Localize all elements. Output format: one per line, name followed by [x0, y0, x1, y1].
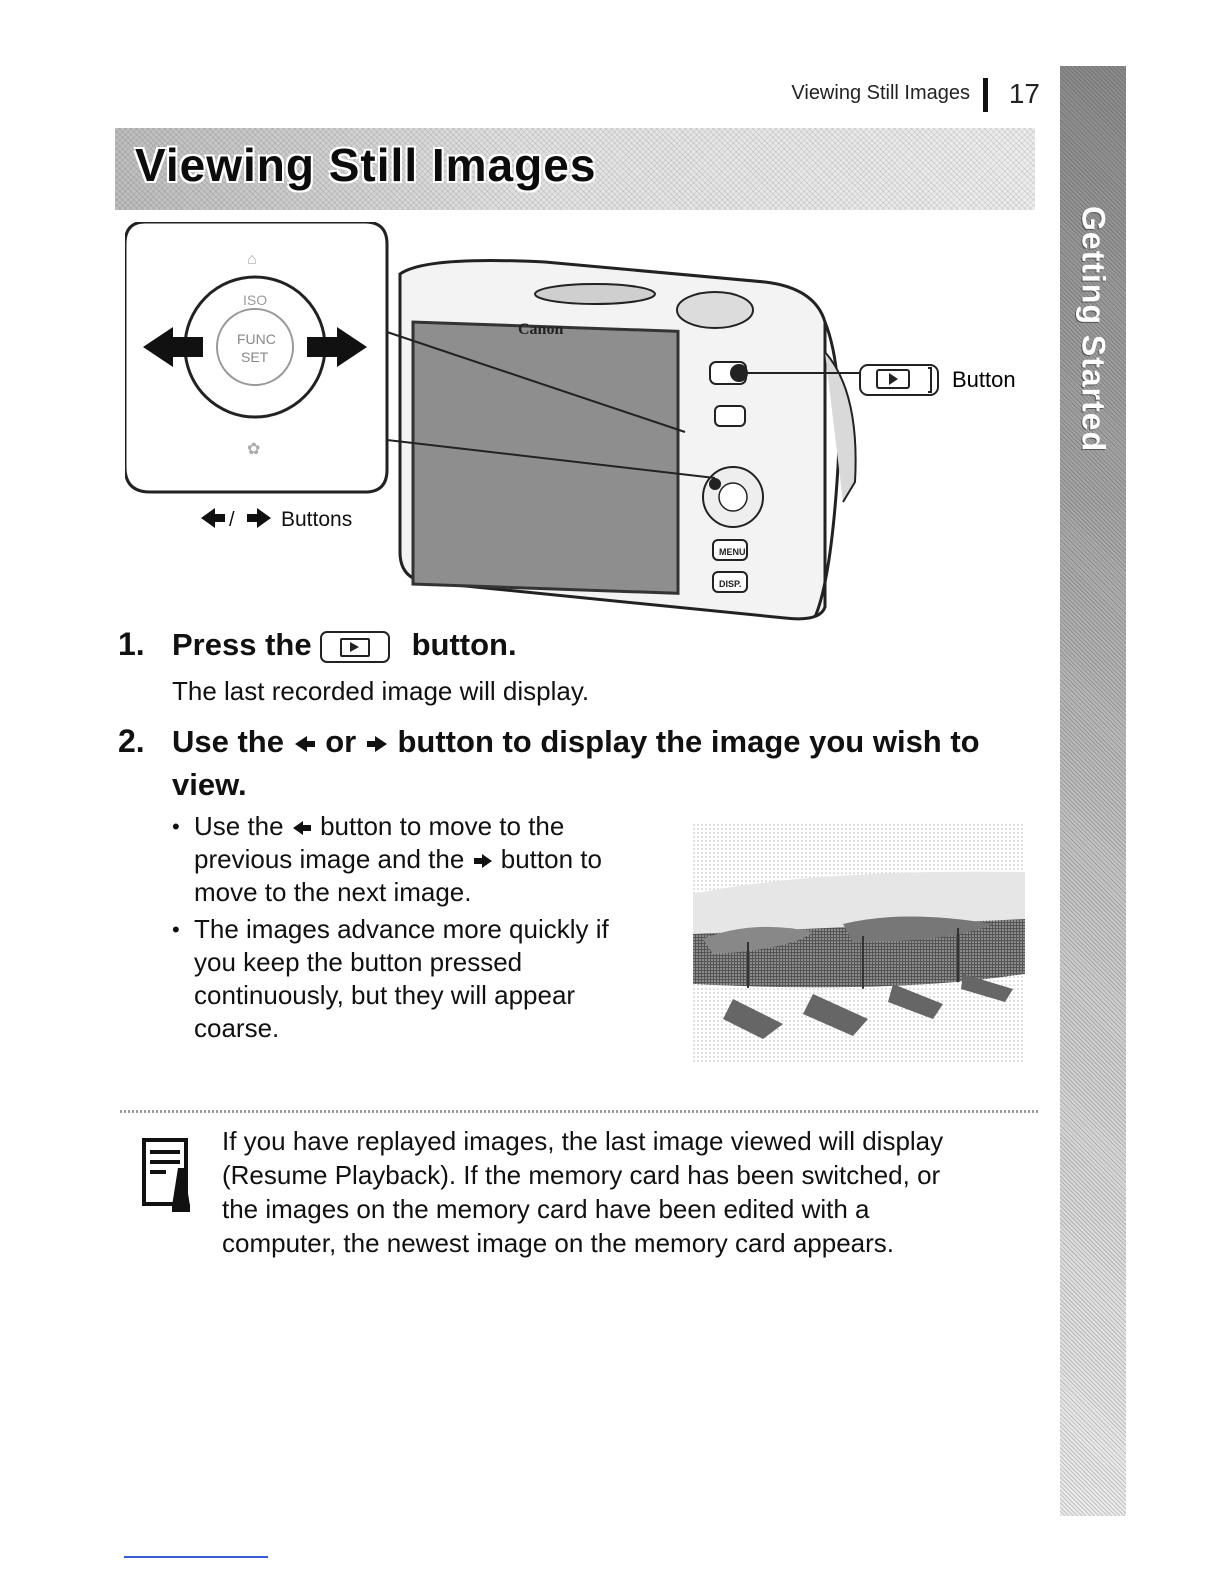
svg-text:✿: ✿ [247, 441, 260, 458]
note-divider [120, 1110, 1040, 1113]
bullet-1-line1-b: button to move to the [320, 811, 565, 841]
dial-closeup: FUNC SET ISO ⌂ ✿ [123, 220, 389, 494]
left-arrow-icon [143, 327, 203, 367]
note-line: (Resume Playback). If the memory card ha… [222, 1160, 941, 1190]
side-tab-label: Getting Started [1075, 206, 1112, 453]
step-2-heading: Use the or button to display the image y… [172, 724, 980, 760]
bullet-2-line2: you keep the button pressed [194, 947, 523, 977]
bullet-item: Use the button to move to the previous i… [172, 810, 682, 909]
arrow-buttons-callout-label: Buttons [281, 508, 352, 531]
bullet-1-line2-a: previous image and the [194, 844, 465, 874]
note-line: the images on the memory card have been … [222, 1194, 870, 1224]
bullet-1-line3: move to the next image. [194, 877, 472, 907]
step-2-heading-part2: or [325, 724, 357, 759]
running-header: Viewing Still Images 17 [700, 78, 1040, 112]
left-arrow-icon [292, 821, 311, 836]
brand-logo: Canon [518, 321, 563, 338]
running-header-divider [983, 78, 988, 112]
arrow-separator: / [229, 509, 235, 531]
beach-photo [693, 824, 1025, 1064]
step-1-body: The last recorded image will display. [172, 676, 590, 706]
step-2-bullets: Use the button to move to the previous i… [172, 810, 682, 1049]
step-1-heading-after: button. [411, 627, 517, 662]
play-button-callout-label: Button [952, 367, 1016, 392]
bullet-item: The images advance more quickly if you k… [172, 913, 682, 1045]
right-arrow-icon [307, 327, 367, 367]
right-arrow-icon [473, 854, 492, 869]
page-title: Viewing Still Images [135, 139, 597, 191]
step-1-number: 1. [118, 626, 145, 662]
play-button-icon [319, 630, 390, 663]
camera-illustration: Canon MENU DISP. Button [123, 220, 1045, 632]
bullet-1-line2-b: button to [500, 844, 602, 874]
footer-link-underline[interactable] [124, 1556, 268, 1558]
step-1-heading-before: Press the [172, 627, 312, 662]
bullet-2-line4: coarse. [194, 1013, 280, 1043]
dial-center-line2: SET [241, 349, 269, 365]
play-button-callout-icon [859, 364, 939, 396]
note-line: If you have replayed images, the last im… [222, 1126, 944, 1156]
step-2-heading-part3: button to display the image you wish to [397, 724, 980, 759]
memo-icon [142, 1138, 190, 1212]
dial-center-line1: FUNC [237, 331, 276, 347]
bullet-2-line1: The images advance more quickly if [194, 914, 609, 944]
step-2-heading-line2: view. [172, 767, 247, 802]
side-tab[interactable]: Getting Started [1060, 66, 1126, 1516]
left-arrow-icon [294, 735, 315, 752]
dial-top-label: ISO [243, 292, 267, 308]
camera-disp-label: DISP. [719, 579, 741, 589]
note-text: If you have replayed images, the last im… [222, 1124, 1042, 1260]
note-line: computer, the newest image on the memory… [222, 1228, 895, 1258]
camera-diagram: Canon MENU DISP. Button [123, 220, 1016, 621]
title-band [115, 128, 1035, 210]
step-2-heading-part1: Use the [172, 724, 284, 759]
step-1-heading: Press the button. [172, 627, 517, 663]
camera-body: Canon MENU DISP. [398, 259, 857, 621]
arrow-buttons-callout-icon [201, 508, 271, 528]
running-header-title: Viewing Still Images [791, 82, 970, 104]
zoom-dial [676, 291, 754, 329]
bullet-1-line1-a: Use the [194, 811, 284, 841]
camera-menu-label: MENU [719, 547, 746, 557]
svg-text:⌂: ⌂ [247, 251, 257, 268]
bullet-2-line3: continuously, but they will appear [194, 980, 576, 1010]
step-2-number: 2. [118, 723, 145, 759]
right-arrow-icon [366, 735, 387, 752]
page-number: 17 [1008, 78, 1040, 109]
